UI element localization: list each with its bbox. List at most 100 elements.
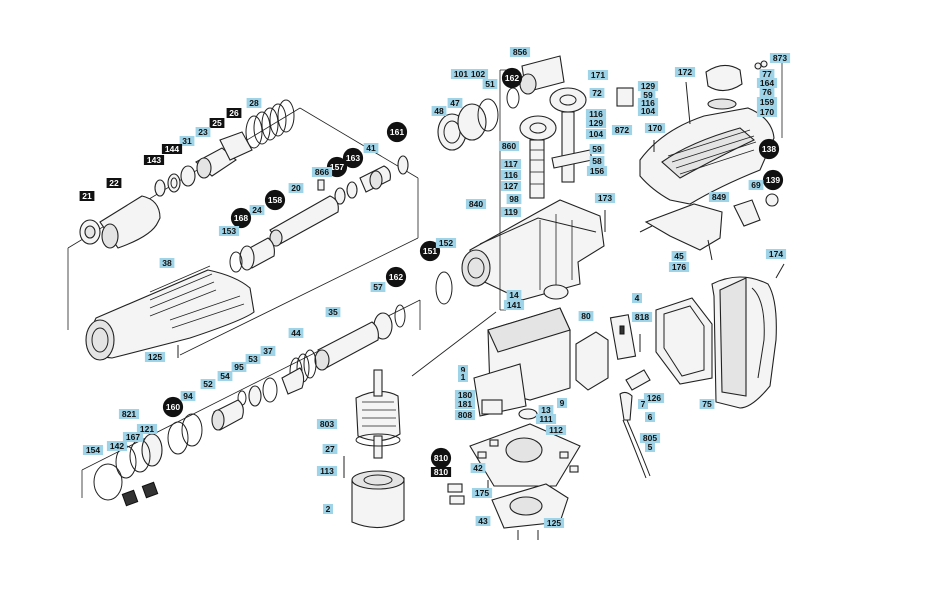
part-label-144: 144 <box>161 144 183 154</box>
part-label-102: 102 <box>467 69 489 79</box>
part-label-bg <box>645 412 655 422</box>
part-label-text: 53 <box>248 354 258 364</box>
part-label-bg <box>643 393 665 403</box>
part-label-76: 76 <box>759 87 775 97</box>
part-label-117: 117 <box>500 159 522 169</box>
part-label-bg <box>638 399 648 409</box>
part-label-856: 856 <box>509 47 531 57</box>
part-label-text: 176 <box>672 262 686 272</box>
part-label-bg <box>218 226 240 236</box>
part-label-text: 75 <box>702 399 712 409</box>
part-label-53: 53 <box>245 354 261 364</box>
part-label-text: 47 <box>450 98 460 108</box>
part-label-text: 127 <box>504 181 518 191</box>
part-label-bg <box>585 118 607 128</box>
part-label-bg <box>454 399 476 409</box>
part-label-170: 170 <box>644 123 666 133</box>
part-label-bg <box>594 193 616 203</box>
part-label-bg <box>122 432 144 442</box>
part-label-26: 26 <box>226 108 242 118</box>
part-label-text: 44 <box>291 328 301 338</box>
part-label-167: 167 <box>122 432 144 442</box>
part-label-116: 116 <box>500 170 522 180</box>
part-label-text: 125 <box>148 352 162 362</box>
part-label-text: 52 <box>203 379 213 389</box>
part-label-58: 58 <box>589 156 605 166</box>
part-label-bg <box>586 166 608 176</box>
part-label-bg <box>759 87 775 97</box>
part-label-text: 35 <box>328 307 338 317</box>
part-label-bg <box>765 249 787 259</box>
part-label-text: 167 <box>126 432 140 442</box>
part-label-text: 104 <box>641 106 655 116</box>
part-label-text: 41 <box>366 143 376 153</box>
part-label-bg <box>668 262 690 272</box>
part-label-873: 873 <box>769 53 791 63</box>
part-label-72: 72 <box>589 88 605 98</box>
part-label-113: 113 <box>316 466 338 476</box>
part-label-text: 138 <box>762 144 776 154</box>
part-label-text: 116 <box>641 98 655 108</box>
part-label-text: 26 <box>229 108 239 118</box>
part-label-bg <box>637 106 659 116</box>
part-label-bg <box>498 141 520 151</box>
part-label-text: 94 <box>183 391 193 401</box>
part-label-bg <box>587 70 609 80</box>
part-label-163: 163 <box>342 147 364 169</box>
top-cover-assembly <box>639 60 783 261</box>
part-label-bg <box>509 47 531 57</box>
part-label-bg <box>180 391 196 401</box>
part-label-bg <box>161 144 183 154</box>
part-label-bg <box>503 300 525 310</box>
part-label-bg <box>435 238 457 248</box>
part-label-bg <box>143 155 165 165</box>
part-label-bg <box>585 109 607 119</box>
part-label-158: 158 <box>264 189 286 211</box>
part-label-bg <box>482 79 498 89</box>
part-label-bg <box>671 251 687 261</box>
part-label-text: 160 <box>166 402 180 412</box>
part-label-125: 125 <box>144 352 166 362</box>
part-label-bg <box>589 88 605 98</box>
gear-assembly <box>437 55 634 311</box>
part-label-bg <box>311 167 333 177</box>
part-label-153: 153 <box>218 226 240 236</box>
part-label-text: 810 <box>434 467 448 477</box>
motor-assembly <box>343 369 405 529</box>
part-label-bg <box>342 147 364 169</box>
part-label-129: 129 <box>585 118 607 128</box>
part-label-bg <box>645 442 655 452</box>
part-label-text: 102 <box>471 69 485 79</box>
part-label-bg <box>506 290 522 300</box>
part-label-bg <box>500 207 522 217</box>
part-label-bg <box>500 181 522 191</box>
part-label-bg <box>458 365 468 375</box>
part-label-text: 14 <box>509 290 519 300</box>
part-label-text: 856 <box>513 47 527 57</box>
part-label-text: 152 <box>439 238 453 248</box>
part-label-866: 866 <box>311 167 333 177</box>
part-label-text: 117 <box>504 159 518 169</box>
part-label-21: 21 <box>79 191 95 201</box>
part-label-text: 45 <box>674 251 684 261</box>
part-label-text: 116 <box>504 170 518 180</box>
part-label-bg <box>470 463 486 473</box>
part-label-text: 9 <box>461 365 466 375</box>
part-label-bg <box>631 312 653 322</box>
part-label-59: 59 <box>640 90 656 100</box>
part-label-bg <box>136 424 158 434</box>
part-label-14: 14 <box>506 290 522 300</box>
part-label-text: 59 <box>592 144 602 154</box>
part-label-bg <box>179 136 195 146</box>
part-label-text: 1 <box>461 372 466 382</box>
part-label-69: 69 <box>748 180 764 190</box>
part-label-text: 180 <box>458 390 472 400</box>
part-label-bg <box>639 433 661 443</box>
part-label-27: 27 <box>322 444 338 454</box>
part-label-154: 154 <box>82 445 104 455</box>
part-label-text: 69 <box>751 180 761 190</box>
part-label-bg <box>209 118 225 128</box>
part-label-text: 821 <box>122 409 136 419</box>
part-label-text: 840 <box>469 199 483 209</box>
part-label-805: 805 <box>639 433 661 443</box>
